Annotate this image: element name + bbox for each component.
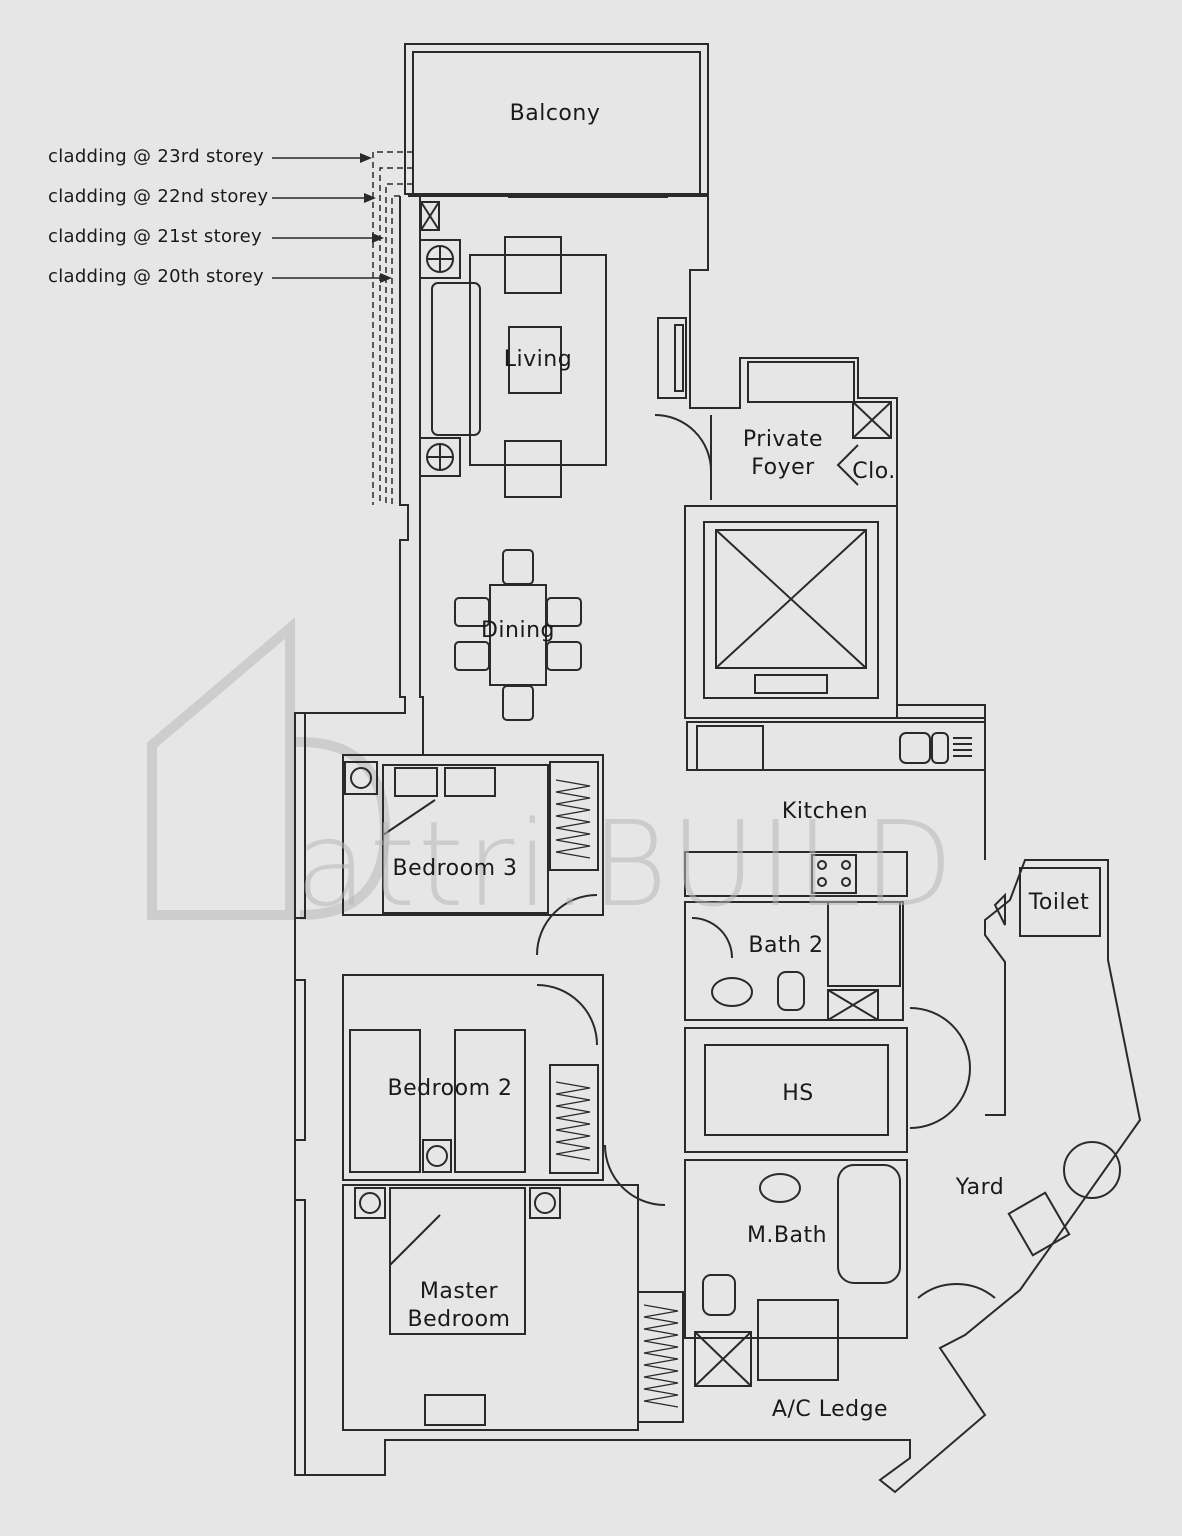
cladding-note-21st: cladding @ 21st storey [48, 226, 262, 247]
room-label-hs: HS [782, 1081, 814, 1106]
dining-furniture [454, 549, 582, 721]
room-label-ac-ledge: A/C Ledge [771, 1397, 889, 1422]
room-label-mbath: M.Bath [746, 1223, 828, 1248]
cladding-note-22nd: cladding @ 22nd storey [48, 186, 269, 207]
room-label-kitchen: Kitchen [781, 799, 869, 824]
room-label-master-bedroom: Master Bedroom [407, 1279, 511, 1332]
mbath-room [637, 1159, 908, 1423]
room-label-living: Living [503, 347, 573, 372]
living-furniture [419, 201, 687, 498]
toilet-room [993, 867, 1101, 937]
watermark-text: attri.BUILD [295, 795, 956, 933]
cladding-note-23rd: cladding @ 23rd storey [48, 146, 264, 167]
bedroom2-room [342, 974, 604, 1181]
yard-fixtures [917, 1141, 1121, 1299]
foyer-walls [654, 361, 892, 500]
bath2-room [684, 901, 904, 1021]
room-label-bedroom2: Bedroom 2 [387, 1076, 513, 1101]
hs-room [684, 1007, 971, 1153]
lift-shaft [684, 505, 898, 719]
room-label-bedroom3: Bedroom 3 [392, 856, 518, 881]
cladding-arrows [272, 157, 384, 279]
room-label-bath2: Bath 2 [748, 933, 824, 958]
bedroom3-room [342, 754, 604, 956]
cladding-note-20th: cladding @ 20th storey [48, 266, 264, 287]
room-label-private-foyer: Private Foyer [742, 427, 824, 480]
left-windows [294, 712, 306, 1476]
cladding-lines [372, 151, 413, 505]
wardrobe-hatching [555, 779, 679, 1408]
room-label-balcony: Balcony [509, 101, 601, 126]
watermark-house-logo [147, 617, 391, 920]
kitchen-counters [684, 717, 986, 897]
room-label-yard: Yard [955, 1175, 1005, 1200]
arrow-heads [360, 153, 392, 283]
room-label-closet: Clo. [852, 459, 896, 484]
room-label-toilet: Toilet [1028, 890, 1090, 915]
room-label-dining: Dining [480, 618, 556, 643]
